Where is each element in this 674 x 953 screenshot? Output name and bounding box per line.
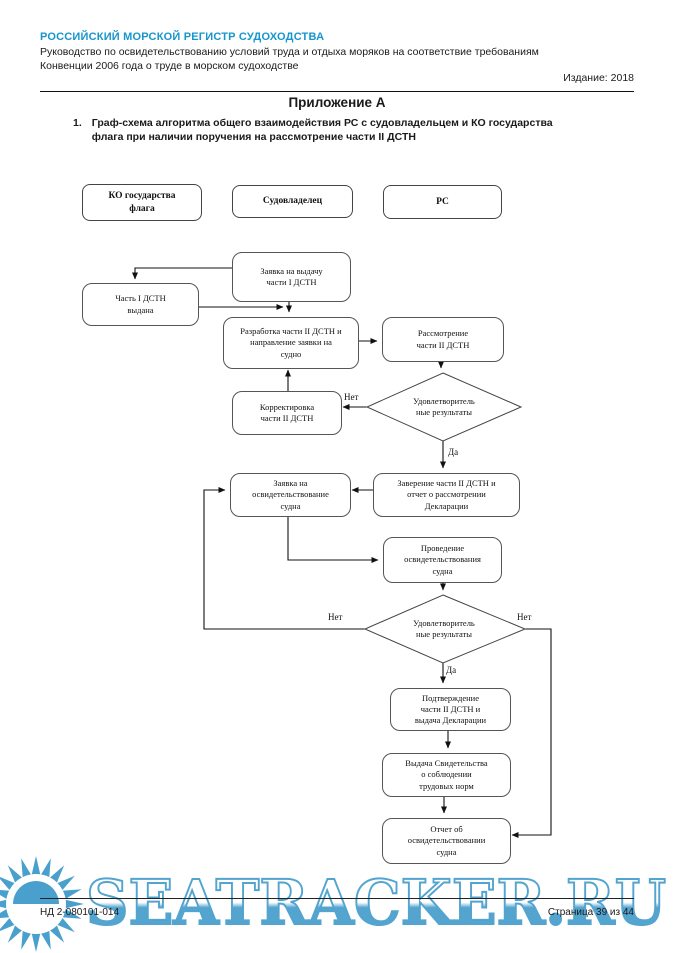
edge-label-yes-2: Да (446, 665, 457, 675)
list-item-text: Граф-схема алгоритма общего взаимодейств… (91, 117, 553, 143)
lane-flag-state: КО государства флага (82, 184, 202, 221)
node-develop-part2: Разработка части II ДСТН и направление з… (223, 317, 359, 369)
node-correct-part2: Корректировка части II ДСТН (232, 391, 342, 435)
node-part1-issued: Часть I ДСТН выдана (82, 283, 199, 326)
decision-diamond-2 (363, 594, 527, 664)
edge-label-yes-1: Да (448, 447, 459, 457)
decision-2-label: Удовлетворитель ные результаты (413, 617, 475, 639)
page-number: Страница 39 из 44 (547, 907, 634, 918)
lane-rs: РС (383, 185, 502, 219)
header-divider (40, 91, 634, 92)
node-review-part2: Рассмотрение части II ДСТН (382, 317, 504, 362)
decision-diamond-1 (365, 372, 523, 442)
edition-label: Издание: 2018 (563, 72, 634, 84)
doc-subtitle-line2: Конвенции 2006 года о труде в морском су… (40, 60, 299, 72)
footer-divider (40, 898, 634, 899)
node-request-part1: Заявка на выдачу части I ДСТН (232, 252, 351, 302)
watermark: SEATRACKER.RU (85, 865, 667, 936)
node-survey-report: Отчет об освидетельствовании судна (382, 818, 511, 864)
doc-subtitle-line1: Руководство по освидетельствованию услов… (40, 46, 539, 58)
edge-label-no-2-left: Нет (328, 612, 343, 622)
decision-1-label: Удовлетворитель ные результаты (413, 395, 475, 417)
appendix-title: Приложение А (288, 95, 386, 110)
sun-logo-icon (0, 856, 84, 952)
list-item-1: 1. Граф-схема алгоритма общего взаимодей… (73, 117, 613, 144)
node-conduct-survey: Проведение освидетельствования судна (383, 537, 502, 583)
node-survey-request: Заявка на освидетельствование судна (230, 473, 351, 517)
edge-label-no-2-right: Нет (517, 612, 532, 622)
list-item-number: 1. (73, 117, 82, 129)
watermark-text: SEATRACKER.RU (86, 866, 666, 936)
lane-shipowner: Судовладелец (232, 185, 353, 218)
node-certify-part2: Заверение части II ДСТН и отчет о рассмо… (373, 473, 520, 517)
edge-label-no-1: Нет (344, 392, 359, 402)
doc-number: НД 2-080101-014 (40, 907, 120, 918)
org-title: РОССИЙСКИЙ МОРСКОЙ РЕГИСТР СУДОХОДСТВА (40, 31, 325, 43)
node-confirm-part2: Подтверждение части II ДСТН и выдача Дек… (390, 688, 511, 731)
node-issue-certificate: Выдача Свидетельства о соблюдении трудов… (382, 753, 511, 797)
